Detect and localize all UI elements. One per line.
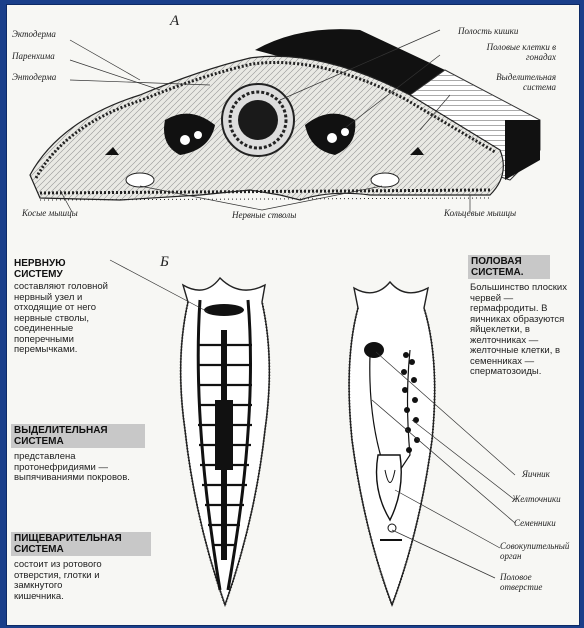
nervous-system-text: составляют головной нервный узел и отход…: [14, 282, 114, 356]
reproductive-system-text: Большинство плоских червей — гермафродит…: [470, 283, 570, 378]
nervous-system-title: НЕРВНУЮ СИСТЕМУ: [14, 258, 94, 280]
cross-section-diagram: [30, 29, 540, 212]
reproductive-system-title: ПОЛОВАЯ СИСТЕМА.: [468, 255, 550, 279]
label-ectoderm: Эктодерма: [12, 29, 56, 39]
digestive-system-title: ПИЩЕВАРИТЕЛЬНАЯ СИСТЕМА: [11, 532, 151, 556]
excretory-system-text: представлена протонефридиями — выпячиван…: [14, 452, 139, 484]
label-ring-muscles: Кольцевые мышцы: [444, 208, 516, 218]
label-endoderm: Энтодерма: [12, 72, 56, 82]
label-ovary: Яичник: [522, 469, 550, 479]
label-excretory: Выделительная система: [478, 72, 556, 92]
label-yolk-glands: Желточники: [512, 494, 561, 504]
label-testes: Семенники: [514, 518, 556, 528]
section-a-letter: А: [170, 13, 179, 30]
label-gonad-cells: Половые клетки в гонадах: [478, 42, 556, 62]
label-gut-cavity: Полость кишки: [458, 26, 518, 36]
digestive-system-text: состоит из ротового отверстия, глотки и …: [14, 560, 114, 602]
section-b-letter: Б: [160, 254, 169, 271]
label-genital-opening: Половое отверстие: [500, 572, 560, 592]
label-oblique-muscles: Косые мышцы: [22, 208, 78, 218]
excretory-system-title: ВЫДЕЛИТЕЛЬНАЯ СИСТЕМА: [11, 424, 145, 448]
label-copulatory-organ: Совокупительный орган: [500, 541, 570, 561]
label-parenchyma: Паренхима: [12, 51, 55, 61]
label-nerve-trunks: Нервные стволы: [232, 210, 296, 220]
